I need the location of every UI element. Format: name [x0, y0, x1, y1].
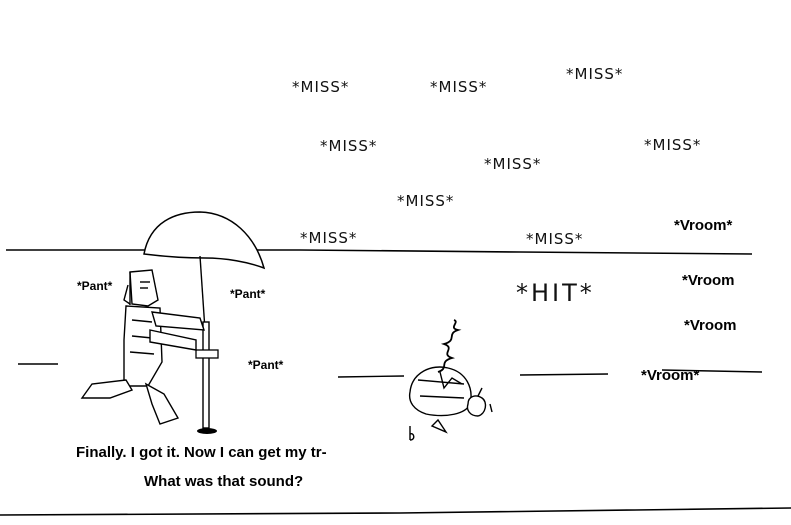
dialog-line-2: What was that sound?	[144, 473, 304, 490]
miss-label: *MISS*	[292, 78, 350, 96]
vroom-sfx: *Vroom	[682, 272, 735, 289]
miss-label: *MISS*	[644, 136, 702, 154]
miss-label: *MISS*	[484, 155, 542, 173]
road-dash	[661, 369, 763, 373]
vroom-sfx: *Vroom*	[641, 367, 700, 384]
hit-label: *HIT*	[516, 279, 595, 307]
pant-sfx: *Pant*	[248, 358, 284, 372]
miss-label: *MISS*	[430, 78, 488, 96]
miss-label: *MISS*	[397, 192, 455, 210]
horizon-line	[6, 249, 753, 255]
crashed-object-icon	[408, 319, 493, 441]
pole-icon	[195, 321, 219, 434]
character-icon	[80, 269, 205, 425]
miss-label: *MISS*	[320, 137, 378, 155]
miss-label: *MISS*	[300, 229, 358, 247]
pant-sfx: *Pant*	[77, 279, 113, 293]
dialog-line-1: Finally. I got it. Now I can get my tr-	[76, 444, 327, 461]
pant-sfx: *Pant*	[230, 287, 266, 301]
road-dash	[519, 373, 609, 376]
miss-label: *MISS*	[566, 65, 624, 83]
umbrella-icon	[143, 211, 266, 331]
road-dash	[337, 375, 405, 378]
vroom-sfx: *Vroom*	[674, 217, 733, 234]
vroom-sfx: *Vroom	[684, 317, 737, 334]
miss-label: *MISS*	[526, 230, 584, 248]
ground-line	[0, 507, 791, 516]
